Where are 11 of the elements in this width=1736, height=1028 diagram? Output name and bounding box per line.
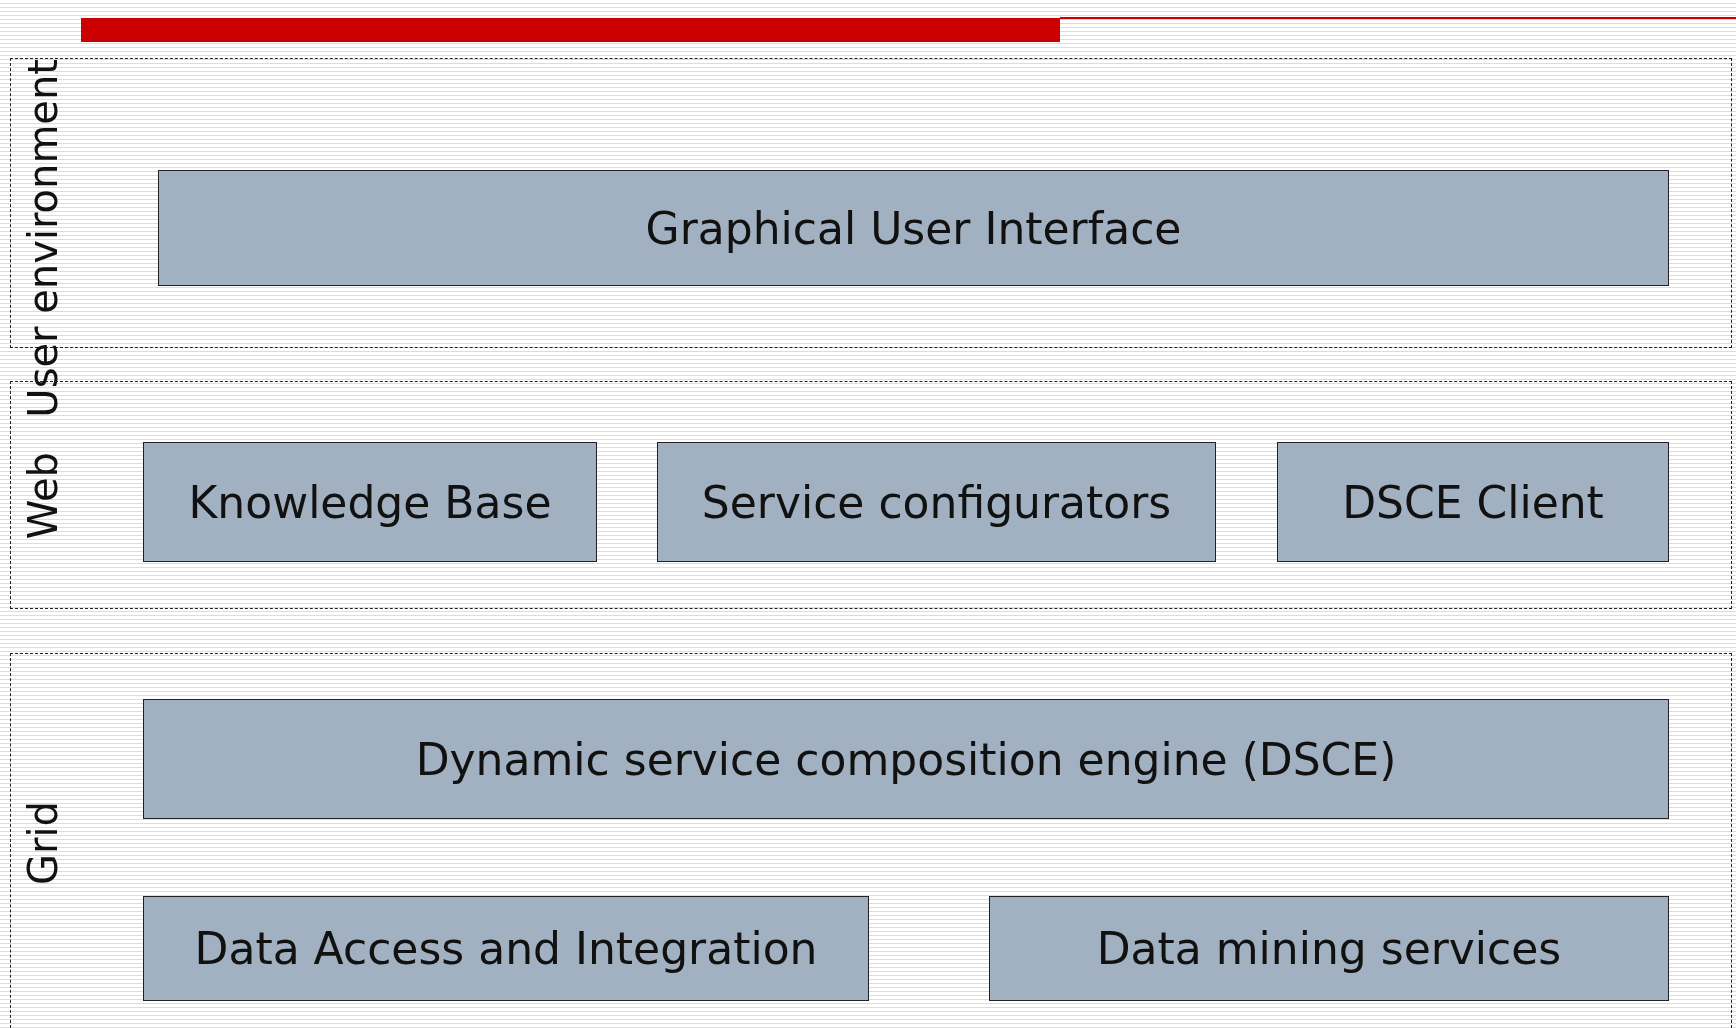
layer-label: Web xyxy=(23,451,63,539)
component-box: Graphical User Interface xyxy=(158,170,1669,286)
component-box: Data mining services xyxy=(989,896,1669,1001)
component-box: Dynamic service composition engine (DSCE) xyxy=(143,699,1669,819)
component-box: Data Access and Integration xyxy=(143,896,869,1001)
component-box: Service configurators xyxy=(657,442,1216,562)
component-box: DSCE Client xyxy=(1277,442,1669,562)
component-box: Knowledge Base xyxy=(143,442,597,562)
layer-label: Grid xyxy=(23,801,63,885)
layer-frame xyxy=(10,653,1732,1028)
layer-label: User environment xyxy=(23,59,63,418)
